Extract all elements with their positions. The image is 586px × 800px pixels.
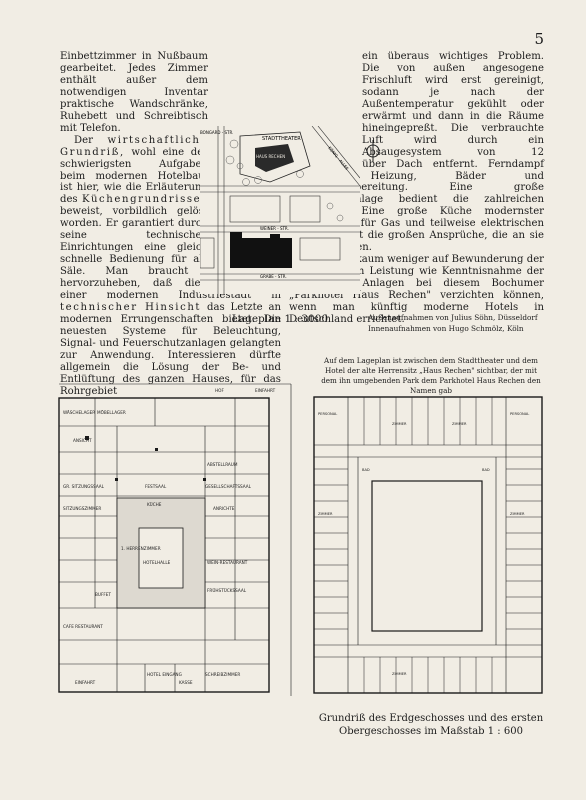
svg-text:ZIMMER: ZIMMER: [510, 512, 525, 516]
page-number: 5: [534, 30, 544, 48]
svg-text:ZIMMER: ZIMMER: [318, 512, 333, 516]
label-weiner: WEINER - STR.: [260, 226, 289, 231]
label-grabe: GRABE - STR.: [260, 274, 287, 279]
paragraph-1: Einbettzimmer in Nußbaum gearbeitet. Jed…: [60, 51, 208, 134]
svg-text:ABSTELLRAUM: ABSTELLRAUM: [207, 462, 238, 467]
svg-text:WÄSCHELAGER: WÄSCHELAGER: [63, 410, 95, 415]
svg-text:PERSONAL: PERSONAL: [510, 412, 529, 416]
svg-text:BUFFET: BUFFET: [95, 592, 111, 597]
label-bongard: BONGARD - STR.: [200, 130, 233, 135]
svg-text:ANSICHT: ANSICHT: [73, 438, 92, 443]
north-arrow-icon: [362, 140, 384, 162]
svg-text:HOTEL EINGANG: HOTEL EINGANG: [147, 672, 182, 677]
plan-caption: Grundriß des Erdgeschosses und des erste…: [318, 713, 544, 737]
paragraph-4: Man wird kaum weniger auf Bewunderung de…: [289, 254, 544, 325]
svg-text:WEIN-RESTAURANT: WEIN-RESTAURANT: [207, 560, 248, 565]
svg-text:ANRICHTE: ANRICHTE: [213, 506, 235, 511]
upper-floor-plan: PERSONAL PERSONAL ZIMMER ZIMMER ZIMMER Z…: [312, 395, 544, 695]
svg-text:HOTELHALLE: HOTELHALLE: [143, 560, 171, 565]
site-plan-caption: Lageplan 1 : 3000: [231, 313, 329, 325]
svg-text:BAD: BAD: [362, 468, 370, 472]
svg-text:FRÜHSTÜCKSSAAL: FRÜHSTÜCKSSAAL: [207, 588, 247, 593]
svg-text:ZIMMER: ZIMMER: [452, 422, 467, 426]
svg-text:KÜCHE: KÜCHE: [147, 502, 162, 507]
label-stadttheater: STADTTHEATER: [262, 136, 301, 142]
svg-text:MÖBELLAGER: MÖBELLAGER: [97, 410, 126, 415]
svg-text:GESELLSCHAFTSSAAL: GESELLSCHAFTSSAAL: [205, 484, 252, 489]
ground-floor-plan: HOF EINFAHRT WÄSCHELAGER MÖBELLAGER ANSI…: [55, 378, 295, 696]
site-plan: STADTTHEATER HAUS RECHEN BONGARD - STR. …: [199, 125, 361, 294]
paragraph-2: Der wirtschaftliche Grundriß, wohl eine …: [60, 134, 282, 397]
plan-note: Auf dem Lageplan ist zwischen dem Stadtt…: [321, 356, 541, 396]
svg-text:FESTSAAL: FESTSAAL: [145, 484, 167, 489]
svg-text:EINFAHRT: EINFAHRT: [255, 388, 276, 393]
svg-text:KASSE: KASSE: [179, 680, 193, 685]
svg-text:ZIMMER: ZIMMER: [392, 672, 407, 676]
svg-text:ZIMMER: ZIMMER: [392, 422, 407, 426]
svg-text:EINFAHRT: EINFAHRT: [75, 680, 96, 685]
svg-text:GR. SITZUNGSSAAL: GR. SITZUNGSSAAL: [63, 484, 105, 489]
svg-text:SITZUNGSZIMMER: SITZUNGSZIMMER: [63, 506, 101, 511]
photo-credits: Außenaufnahmen von Julius Söhn, Düsseldo…: [368, 313, 538, 333]
article-left-column: Einbettzimmer in Nußbaum gearbeitet. Jed…: [60, 51, 281, 398]
svg-text:1. HERRENZIMMER: 1. HERRENZIMMER: [121, 546, 161, 551]
svg-text:PERSONAL: PERSONAL: [318, 412, 337, 416]
label-haus-rechen: HAUS RECHEN: [256, 154, 285, 159]
svg-text:CAFE RESTAURANT: CAFE RESTAURANT: [63, 624, 103, 629]
svg-text:HOF: HOF: [215, 388, 224, 393]
svg-text:SCHREIBZIMMER: SCHREIBZIMMER: [205, 672, 240, 677]
svg-text:BAD: BAD: [482, 468, 490, 472]
